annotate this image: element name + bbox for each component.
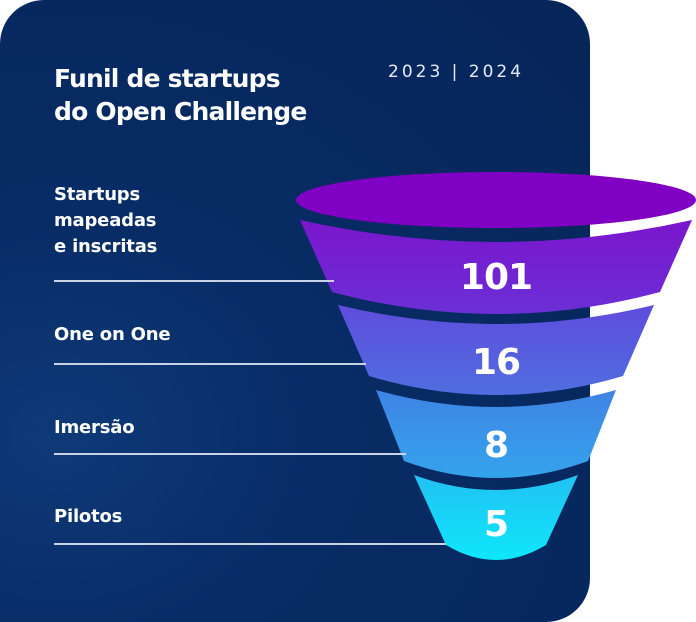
funnel-segment	[376, 390, 616, 478]
stage-label-one-on-one: One on One	[54, 324, 171, 345]
divider-line	[54, 543, 446, 545]
year-range: 2023 | 2024	[388, 62, 525, 82]
funnel-value-label: 5	[484, 504, 508, 545]
stage-label-imersao: Imersão	[54, 417, 135, 438]
divider-line	[54, 363, 366, 365]
stage-label-pilotos: Pilotos	[54, 506, 123, 527]
label-line: mapeadas	[54, 210, 157, 231]
divider-line	[54, 280, 334, 282]
divider-line	[54, 453, 406, 455]
funnel-top-ellipse	[296, 172, 696, 228]
funnel-segment	[338, 305, 654, 395]
funnel-segment	[300, 220, 692, 314]
label-line: e inscritas	[54, 236, 158, 257]
stage-label-startups: Startups mapeadas e inscritas	[54, 182, 157, 260]
funnel-value-label: 16	[472, 342, 520, 383]
funnel-value-label: 101	[460, 257, 532, 298]
label-line: Startups	[54, 184, 141, 205]
funnel-value-label: 8	[484, 425, 508, 466]
title-line-1: Funil de startups	[54, 64, 281, 93]
funnel-segment	[414, 475, 578, 560]
title-line-2: do Open Challenge	[54, 97, 307, 126]
chart-title: Funil de startups do Open Challenge	[54, 62, 307, 128]
